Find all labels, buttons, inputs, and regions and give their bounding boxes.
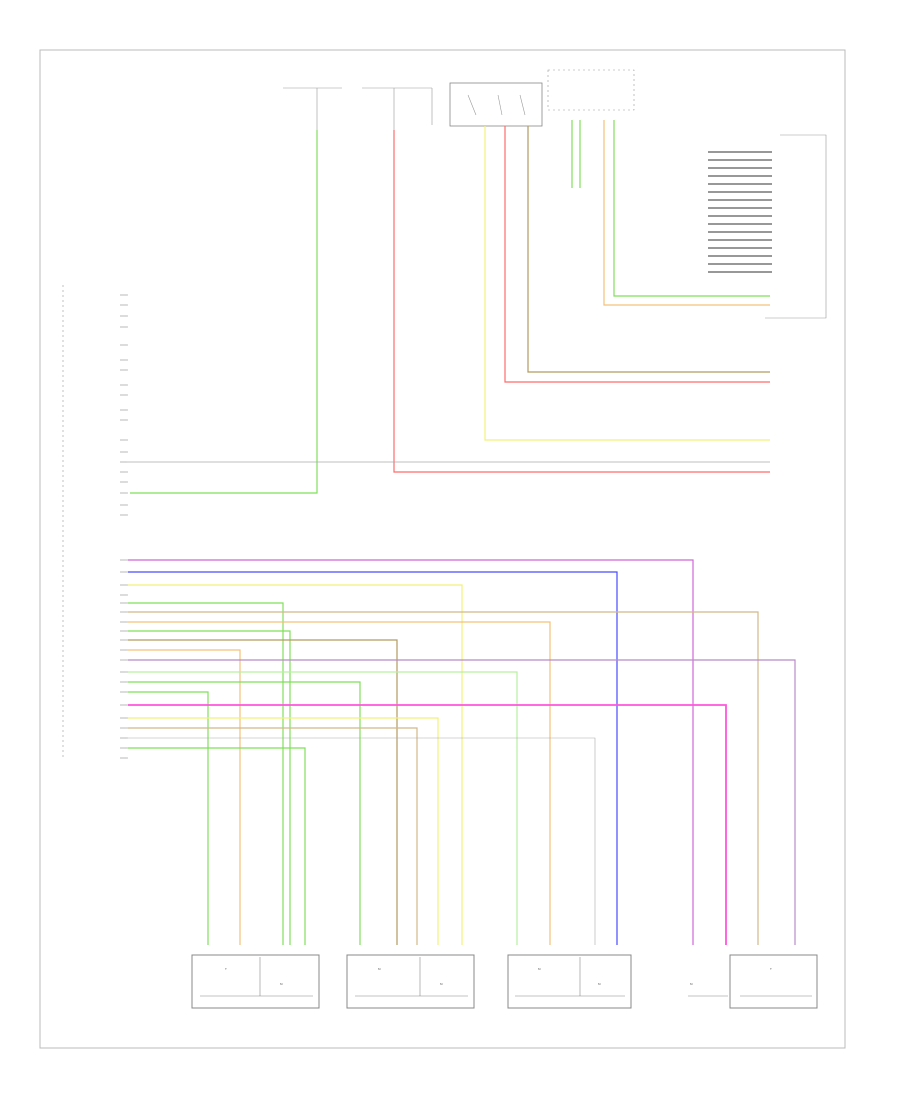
main-module-pins: [120, 294, 128, 759]
wire-green-sensor-c: [613, 120, 770, 297]
top-switch-2: [362, 87, 433, 130]
wire-tan-1: [128, 611, 759, 945]
wire-green-1: [128, 602, 284, 945]
wire-orange-sensor: [603, 120, 770, 306]
svg-text:M: M: [598, 982, 601, 986]
svg-text:M: M: [440, 982, 443, 986]
wire-green-5: [128, 747, 306, 945]
wire-pink-1: [128, 704, 727, 945]
svg-text:M: M: [690, 982, 693, 986]
wires-group: [128, 120, 796, 945]
wire-yellow-2: [128, 717, 439, 945]
wire-brown-1: [128, 639, 398, 945]
svg-text:T: T: [770, 967, 772, 971]
diagram-frame: [39, 49, 846, 1049]
wire-orange-2: [128, 649, 241, 945]
right-connector-block: [708, 134, 827, 319]
svg-text:M: M: [280, 982, 283, 986]
svg-text:M: M: [378, 967, 381, 971]
wire-yellow-1: [128, 584, 463, 945]
wire-light-green-1: [128, 671, 518, 945]
wire-tan-2: [128, 727, 418, 945]
bottom-component-1: T M: [191, 954, 320, 1009]
svg-text:M: M: [538, 967, 541, 971]
top-sensor-block: [547, 69, 635, 111]
top-power-switch: [449, 82, 543, 127]
wire-red-power: [504, 126, 770, 383]
wire-brown-power: [527, 126, 770, 373]
bottom-component-2: M M: [346, 954, 475, 1009]
wire-green-2: [128, 630, 291, 945]
wire-green-3: [128, 681, 361, 945]
wire-yellow-power: [484, 126, 770, 441]
bottom-component-3: M M: [507, 954, 632, 1009]
top-switch-1: [283, 87, 342, 130]
wire-magenta-1: [128, 559, 694, 945]
wire-green-top-switch: [130, 130, 318, 494]
wire-green-4: [128, 691, 209, 945]
wire-violet-1: [128, 659, 796, 945]
wire-blue-1: [128, 571, 618, 945]
wire-red-top-switch: [393, 130, 770, 473]
bottom-component-4: M T: [688, 954, 818, 1009]
wire-orange-1: [128, 621, 551, 945]
svg-text:T: T: [225, 967, 227, 971]
wire-gray-2: [128, 737, 596, 945]
